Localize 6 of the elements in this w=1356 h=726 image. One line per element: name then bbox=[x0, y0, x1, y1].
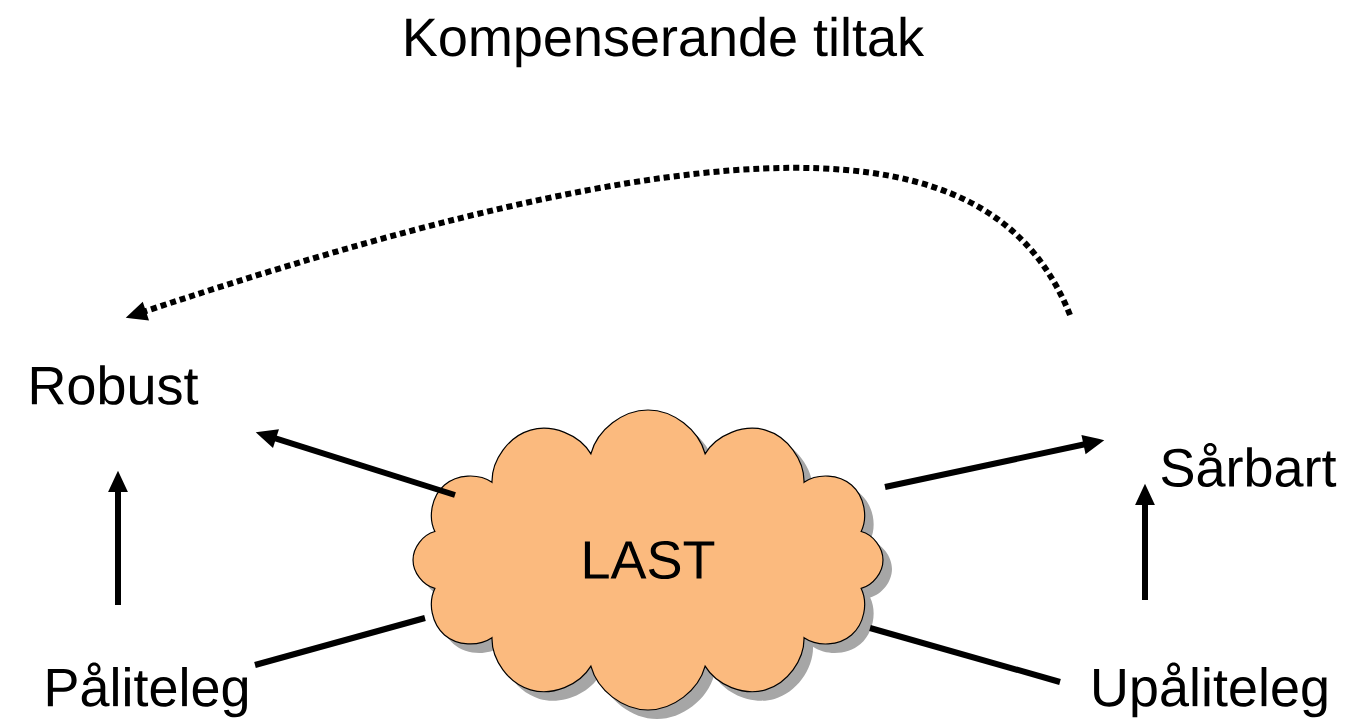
title: Kompenserande tiltak bbox=[406, 16, 925, 68]
label-text: Upåliteleg bbox=[1094, 662, 1327, 718]
cloud: LAST bbox=[412, 409, 892, 719]
label-text: Påliteleg bbox=[47, 662, 248, 718]
label-text: Sårbart bbox=[1161, 442, 1337, 488]
label-text: Robust bbox=[31, 365, 199, 405]
